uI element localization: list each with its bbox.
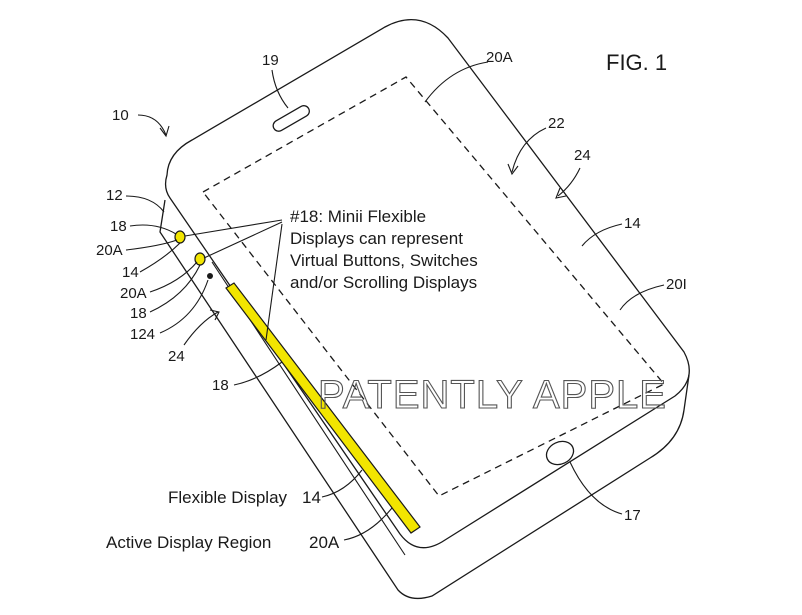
display-region-outline: [202, 76, 666, 497]
arrow-24-right: [557, 167, 581, 197]
caption-flexible-display: Flexible Display: [168, 488, 288, 507]
annotation-pointer-strip: [265, 223, 283, 341]
arrow-24-left: [183, 311, 219, 346]
ref-12: 12: [106, 187, 123, 204]
leader-20I: [619, 284, 665, 311]
ref-20I: 20I: [666, 276, 687, 293]
annotation-line-4: and/or Scrolling Displays: [290, 273, 477, 292]
leader-20A-top: [424, 61, 489, 103]
ref-24-left: 24: [168, 348, 185, 365]
caption-flexible-display-ref: 14: [302, 488, 321, 507]
leader-18-a: [129, 224, 177, 235]
leader-active-display-region: [343, 507, 393, 541]
ref-22: 22: [548, 115, 565, 132]
figure-title: FIG. 1: [606, 50, 667, 75]
arrowhead-10: [159, 125, 170, 138]
arrowhead-24-right: [555, 187, 567, 199]
arrowhead-22: [507, 163, 519, 176]
arrowhead-24-left: [209, 309, 220, 321]
ref-19: 19: [262, 52, 279, 69]
ref-20A-left-2: 20A: [120, 285, 147, 302]
device-outline: [164, 19, 690, 549]
leader-18-b: [149, 264, 201, 313]
annotation-pointer-lower: [203, 221, 283, 259]
watermark: PATENTLY APPLE: [318, 373, 667, 417]
caption-active-display-region-ref: 20A: [309, 533, 340, 552]
ref-20A-top: 20A: [486, 49, 513, 66]
ref-10: 10: [112, 107, 129, 124]
annotation-line-2: Displays can represent: [290, 229, 463, 248]
arrow-22: [511, 127, 547, 173]
speaker-slot: [272, 105, 310, 132]
sensor-dot: [207, 273, 213, 279]
caption-active-display-region: Active Display Region: [106, 533, 271, 552]
ref-14-left: 14: [122, 264, 139, 281]
ref-18-c: 18: [212, 377, 229, 394]
leader-124: [159, 279, 209, 334]
mini-flexible-display-upper: [174, 230, 186, 244]
leader-14-right: [581, 223, 623, 247]
annotation-line-1: #18: Minii Flexible: [290, 207, 426, 226]
leader-20A-left-2: [149, 261, 198, 293]
leader-20A-left-1: [125, 239, 178, 251]
home-button: [545, 440, 575, 466]
leader-14-left: [139, 242, 181, 273]
annotation-pointer-upper: [184, 219, 283, 237]
ref-17: 17: [624, 507, 641, 524]
ref-124: 124: [130, 326, 155, 343]
leader-flexible-display: [321, 469, 363, 498]
annotation-line-3: Virtual Buttons, Switches: [290, 251, 478, 270]
ref-14-right: 14: [624, 215, 641, 232]
leader-17: [569, 461, 623, 515]
arrow-10: [137, 114, 167, 136]
device-side-edge: [159, 199, 690, 600]
ref-24-right: 24: [574, 147, 591, 164]
ref-18-a: 18: [110, 218, 127, 235]
active-display-strip: [225, 282, 421, 534]
leader-18-c: [233, 361, 283, 386]
leader-12: [125, 195, 165, 213]
ref-20A-left-1: 20A: [96, 242, 123, 259]
leader-19: [271, 69, 289, 109]
ref-18-b: 18: [130, 305, 147, 322]
